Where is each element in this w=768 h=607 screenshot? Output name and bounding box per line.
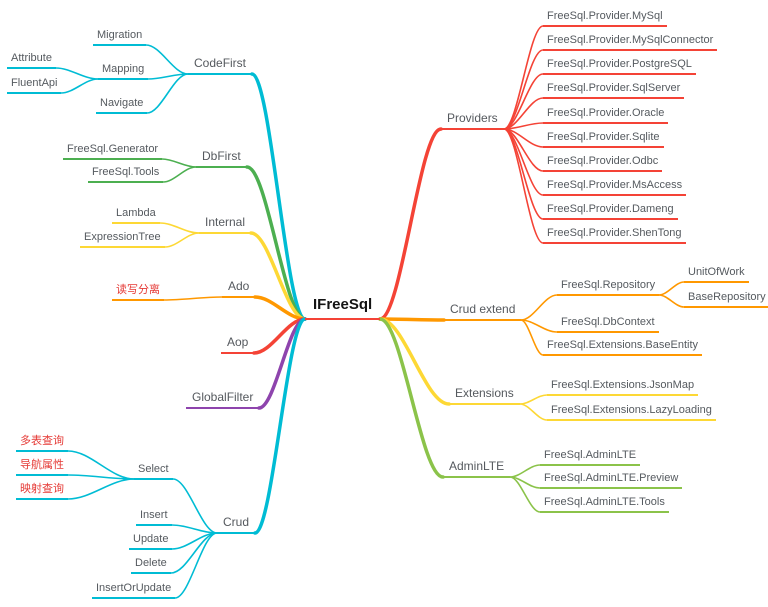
edge-providers-to-p-shentong <box>503 128 544 244</box>
mindmap-node-crud[interactable]: Crud <box>217 513 256 534</box>
edge-crudextend-to-repository <box>520 294 558 321</box>
mindmap-node-globalfilter[interactable]: GlobalFilter <box>186 388 260 409</box>
edge-extensions-to-jsonmap <box>519 394 548 405</box>
mindmap-node-select[interactable]: Select <box>134 461 173 480</box>
edge-root-to-crud <box>253 317 307 535</box>
edge-repository-to-baserepository <box>658 294 685 308</box>
mindmap-node-ado[interactable]: Ado <box>222 277 256 298</box>
mindmap-node-delete[interactable]: Delete <box>131 555 171 574</box>
edge-root-to-codefirst <box>250 72 307 321</box>
mindmap-node-generator[interactable]: FreeSql.Generator <box>63 141 163 160</box>
edge-dbfirst-to-tools <box>162 166 197 183</box>
mindmap-node-codefirst[interactable]: CodeFirst <box>188 54 253 75</box>
mindmap-node-unitofwork[interactable]: UnitOfWork <box>684 264 749 283</box>
edge-crudextend-to-baseentity <box>520 319 544 356</box>
edge-adminlte-to-adminlte-tools <box>509 476 541 513</box>
mindmap-node-fluentapi[interactable]: FluentApi <box>7 75 62 94</box>
edge-dbfirst-to-generator <box>161 158 197 168</box>
mindmap-node-adminlte-main[interactable]: FreeSql.AdminLTE <box>540 447 641 466</box>
mindmap-node-providers[interactable]: Providers <box>441 109 504 130</box>
mindmap-node-insertorupdate[interactable]: InsertOrUpdate <box>92 580 176 599</box>
mindmap-node-p-dameng[interactable]: FreeSql.Provider.Dameng <box>543 201 678 220</box>
mindmap-node-insert[interactable]: Insert <box>136 507 172 526</box>
edge-providers-to-p-mysqlconnector <box>503 49 544 130</box>
mindmap-node-nav-property[interactable]: 导航属性 <box>16 457 68 476</box>
edge-root-to-internal <box>249 231 307 321</box>
mindmap-node-extensions[interactable]: Extensions <box>449 384 520 405</box>
edge-select-to-mapping-query <box>67 478 135 500</box>
mindmap-node-p-shentong[interactable]: FreeSql.Provider.ShenTong <box>543 225 686 244</box>
mindmap-node-adminlte[interactable]: AdminLTE <box>443 457 511 478</box>
edge-extensions-to-lazyloading <box>519 403 548 421</box>
mindmap-node-p-oracle[interactable]: FreeSql.Provider.Oracle <box>543 105 669 124</box>
mindmap-node-migration[interactable]: Migration <box>93 27 147 46</box>
mindmap-node-multi-table-query[interactable]: 多表查询 <box>16 433 68 452</box>
edge-crud-to-delete <box>170 532 218 574</box>
edge-crud-to-select <box>172 478 218 534</box>
edge-root-to-extensions <box>378 317 451 406</box>
edge-repository-to-unitofwork <box>658 281 685 296</box>
mindmap-node-navigate[interactable]: Navigate <box>96 95 148 114</box>
mindmap-node-lazyloading[interactable]: FreeSql.Extensions.LazyLoading <box>547 402 716 421</box>
mindmap-node-p-mysql[interactable]: FreeSql.Provider.MySql <box>543 8 667 27</box>
edge-providers-to-p-dameng <box>503 128 544 220</box>
mindmap-root-node[interactable]: IFreeSql <box>305 293 381 320</box>
mindmap-node-baserepository[interactable]: BaseRepository <box>684 289 768 308</box>
mindmap-node-tools[interactable]: FreeSql.Tools <box>88 164 164 183</box>
mindmap-node-crudextend[interactable]: Crud extend <box>444 300 522 321</box>
mindmap-node-p-postgresql[interactable]: FreeSql.Provider.PostgreSQL <box>543 56 696 75</box>
mindmap-node-repository[interactable]: FreeSql.Repository <box>557 277 660 296</box>
mindmap-node-p-sqlserver[interactable]: FreeSql.Provider.SqlServer <box>543 80 685 99</box>
edge-adminlte-to-adminlte-main <box>509 464 541 478</box>
mindmap-node-adminlte-tools[interactable]: FreeSql.AdminLTE.Tools <box>540 494 669 513</box>
mindmap-node-dbcontext[interactable]: FreeSql.DbContext <box>557 314 659 333</box>
mindmap-node-p-msaccess[interactable]: FreeSql.Provider.MsAccess <box>543 177 687 196</box>
mindmap-node-mapping-query[interactable]: 映射查询 <box>16 481 68 500</box>
edge-crudextend-to-dbcontext <box>520 319 558 333</box>
edge-ado-to-read-write-split <box>163 296 223 301</box>
edge-root-to-crudextend <box>378 317 446 322</box>
edge-internal-to-lambda <box>159 222 200 234</box>
edge-crud-to-insertorupdate <box>174 532 218 599</box>
mindmap-node-p-sqlite[interactable]: FreeSql.Provider.Sqlite <box>543 129 664 148</box>
edge-providers-to-p-postgresql <box>503 73 544 130</box>
mindmap-node-lambda[interactable]: Lambda <box>112 205 160 224</box>
mindmap-node-baseentity[interactable]: FreeSql.Extensions.BaseEntity <box>543 337 703 356</box>
mindmap-node-p-mysqlconnector[interactable]: FreeSql.Provider.MySqlConnector <box>543 32 718 51</box>
edge-codefirst-to-migration <box>145 44 189 75</box>
edge-root-to-adminlte <box>378 317 445 479</box>
edge-internal-to-expressiontree <box>164 232 200 248</box>
edge-mapping-to-attribute <box>55 67 99 80</box>
mindmap-node-jsonmap[interactable]: FreeSql.Extensions.JsonMap <box>547 377 699 396</box>
mindmap-node-dbfirst[interactable]: DbFirst <box>196 147 247 168</box>
edge-root-to-providers <box>378 127 443 321</box>
mindmap-node-expressiontree[interactable]: ExpressionTree <box>80 229 165 248</box>
mindmap-node-read-write-split[interactable]: 读写分离 <box>112 282 164 301</box>
edge-mapping-to-fluentapi <box>60 78 99 94</box>
mindmap-node-p-odbc[interactable]: FreeSql.Provider.Odbc <box>543 153 663 172</box>
mindmap-node-internal[interactable]: Internal <box>199 213 252 234</box>
mindmap-node-mapping[interactable]: Mapping <box>98 61 149 80</box>
edge-codefirst-to-navigate <box>146 73 189 114</box>
mindmap-node-adminlte-preview[interactable]: FreeSql.AdminLTE.Preview <box>540 470 683 489</box>
mindmap-node-attribute[interactable]: Attribute <box>7 50 56 69</box>
mindmap-node-aop[interactable]: Aop <box>221 333 255 354</box>
mindmap-node-update[interactable]: Update <box>129 531 173 550</box>
